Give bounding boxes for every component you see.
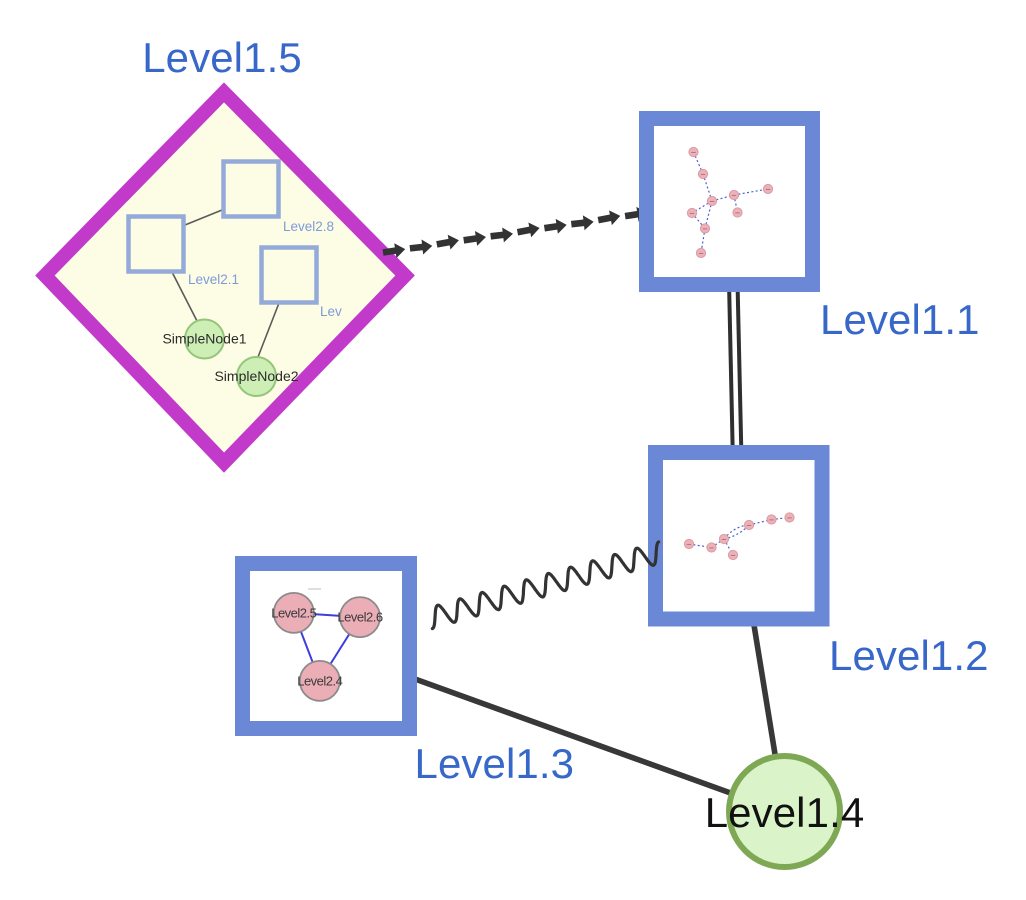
- svg-text:Level1.3: Level1.3: [415, 740, 575, 787]
- svg-text:Level2.8: Level2.8: [283, 219, 334, 234]
- svg-text:Level2.1: Level2.1: [188, 272, 239, 287]
- svg-text:SimpleNode2: SimpleNode2: [214, 368, 298, 384]
- svg-text:Level1.4: Level1.4: [705, 789, 865, 836]
- svg-text:Level2.4: Level2.4: [297, 674, 342, 689]
- svg-text:Level1.5: Level1.5: [142, 34, 302, 81]
- svg-text:Level2.6: Level2.6: [337, 610, 382, 625]
- svg-text:Level1.2: Level1.2: [829, 632, 989, 679]
- svg-text:SimpleNode1: SimpleNode1: [162, 331, 246, 347]
- svg-text:Lev: Lev: [320, 304, 342, 319]
- svg-text:Level1.1: Level1.1: [820, 296, 980, 343]
- svg-text:Level2.5: Level2.5: [271, 606, 316, 621]
